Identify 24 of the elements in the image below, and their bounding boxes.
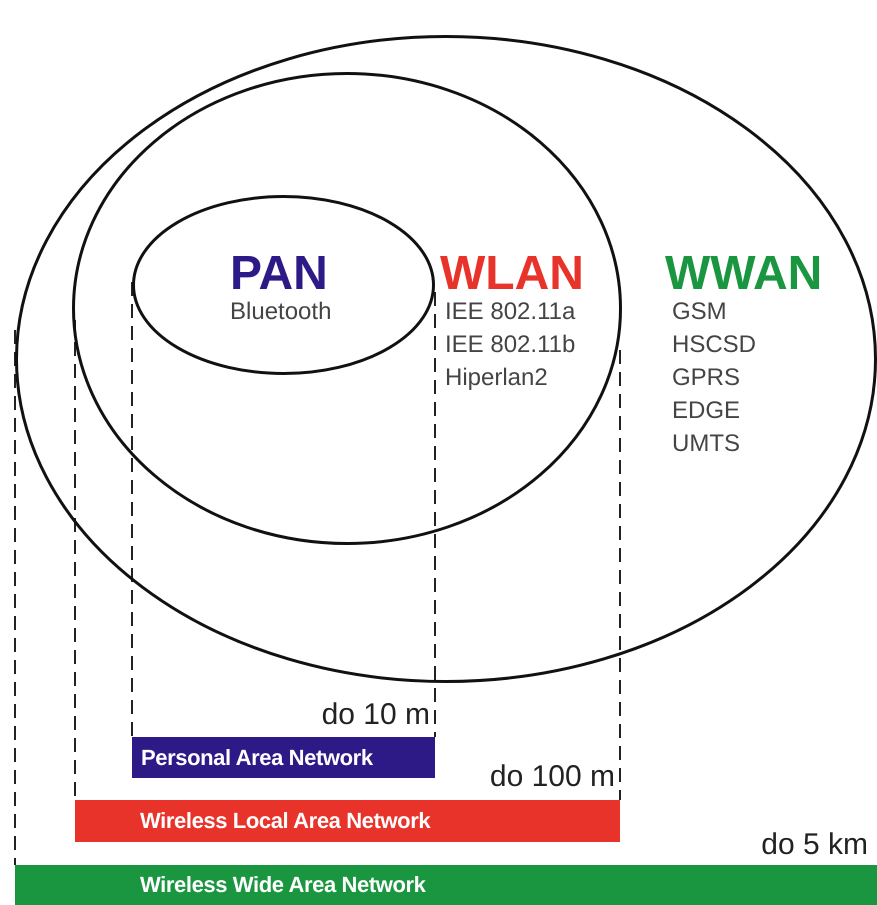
range-ellipse: [132, 195, 435, 375]
range-bar: [75, 800, 620, 842]
standard-name: EDGE: [672, 399, 740, 423]
bar-label: Personal Area Network: [141, 744, 373, 770]
range-label: do 10 m: [322, 700, 430, 730]
range-ellipse: [15, 35, 877, 683]
range-bar: [132, 737, 435, 778]
standard-name: GPRS: [672, 366, 740, 390]
network-heading: PAN: [230, 250, 328, 298]
bar-label: Wireless Wide Area Network: [140, 872, 426, 898]
standard-name: IEE 802.11b: [445, 333, 576, 357]
standard-name: Bluetooth: [230, 300, 332, 324]
bar-label: Wireless Local Area Network: [140, 808, 430, 834]
network-heading: WLAN: [440, 250, 584, 298]
network-heading: WWAN: [665, 250, 822, 298]
standard-name: HSCSD: [672, 333, 756, 357]
standard-name: Hiperlan2: [445, 366, 548, 390]
range-ellipse: [72, 72, 622, 545]
range-label: do 5 km: [761, 830, 868, 860]
standard-name: UMTS: [672, 432, 740, 456]
range-label: do 100 m: [490, 762, 615, 792]
standard-name: IEE 802.11a: [445, 300, 576, 324]
standard-name: GSM: [672, 300, 727, 324]
range-bar: [15, 865, 877, 905]
